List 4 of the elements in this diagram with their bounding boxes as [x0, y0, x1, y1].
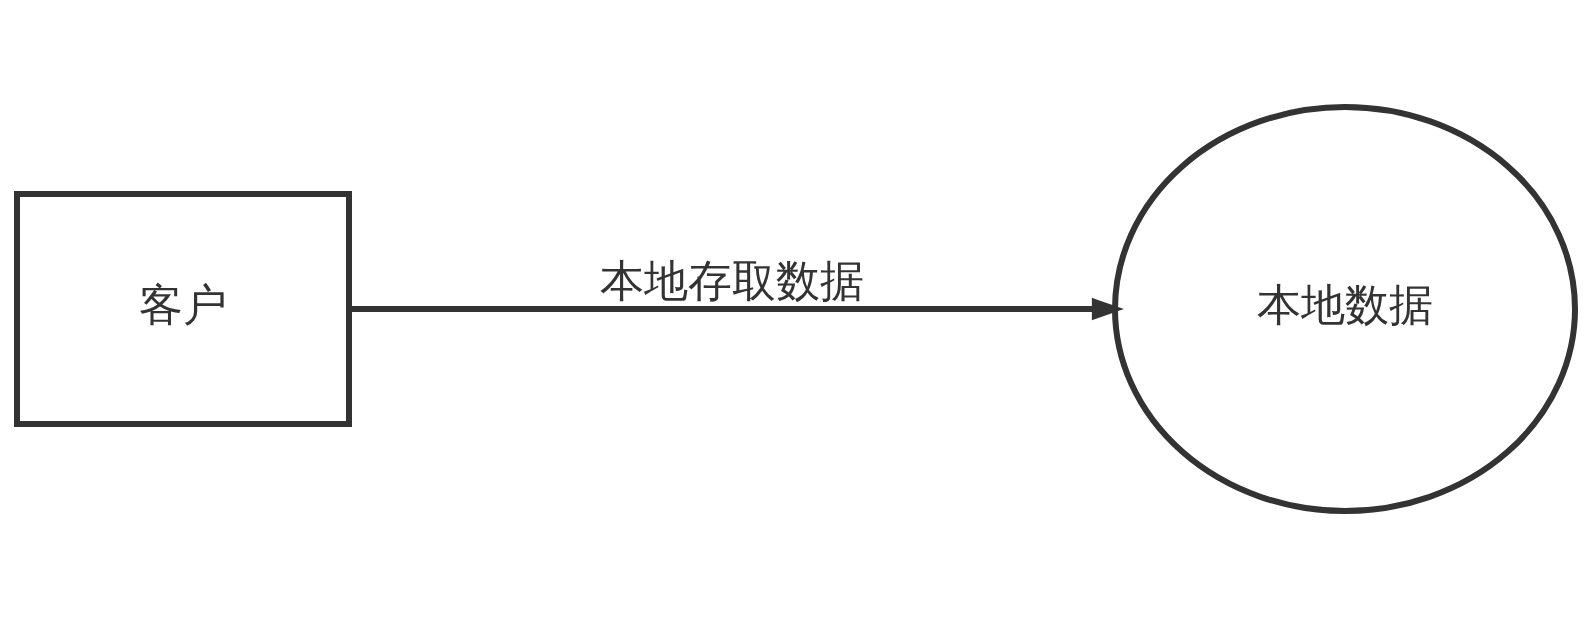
node-box: 客户	[14, 190, 352, 427]
node-ellipse: 本地数据	[1112, 103, 1578, 514]
arrow	[349, 297, 1124, 320]
edge-label: 本地存取数据	[600, 254, 864, 306]
